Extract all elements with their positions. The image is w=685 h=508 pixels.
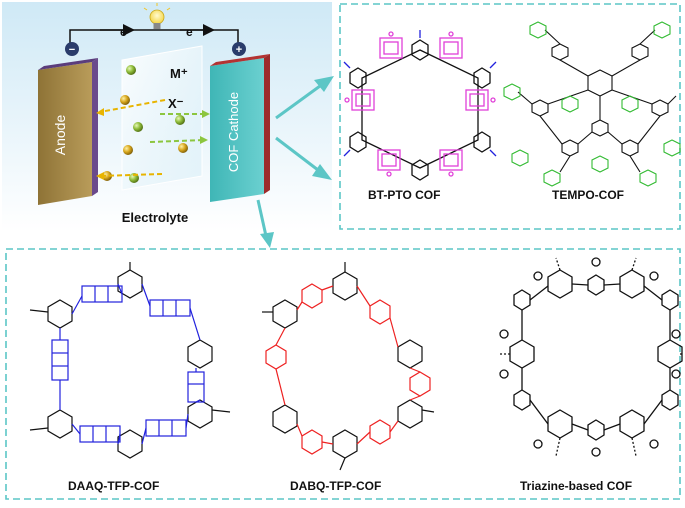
plus-terminal-icon bbox=[232, 42, 246, 56]
light-bulb-icon bbox=[143, 3, 171, 29]
minus-label: − bbox=[69, 44, 75, 56]
arrow-to-top-frame bbox=[275, 84, 321, 120]
dabq-structure bbox=[262, 262, 435, 471]
triazine-structure bbox=[498, 257, 683, 457]
caption-daaq: DAAQ-TFP-COF bbox=[68, 479, 160, 493]
ion-ball bbox=[102, 171, 112, 181]
ion-ball bbox=[120, 95, 130, 105]
cathode-label: COF Cathode bbox=[226, 92, 241, 172]
ion-ball bbox=[175, 115, 185, 125]
anode-label: Anode bbox=[52, 115, 68, 156]
anode-electrode bbox=[38, 58, 98, 205]
daaq-structure bbox=[29, 262, 231, 459]
ion-ball bbox=[133, 122, 143, 132]
top-right-frame bbox=[339, 3, 681, 230]
ion-ball bbox=[123, 145, 133, 155]
anion-label: X⁻ bbox=[168, 96, 184, 111]
anion-flow-arrow-2 bbox=[149, 139, 205, 143]
separator-membrane bbox=[121, 45, 203, 191]
external-circuit-wire bbox=[69, 29, 239, 48]
caption-triazine: Triazine-based COF bbox=[520, 479, 633, 493]
cation-label: M⁺ bbox=[170, 66, 188, 81]
caption-tempo: TEMPO-COF bbox=[552, 188, 624, 202]
cathode-electrode bbox=[210, 54, 270, 202]
ion-ball bbox=[126, 65, 136, 75]
ions bbox=[102, 65, 188, 183]
arrow-to-top-frame-2 bbox=[275, 136, 319, 172]
connector-arrows bbox=[256, 76, 334, 248]
tempo-structure bbox=[503, 21, 681, 187]
caption-dabq: DABQ-TFP-COF bbox=[290, 479, 382, 493]
ion-ball bbox=[178, 143, 188, 153]
cation-flow-arrow bbox=[99, 99, 166, 113]
electron-label-left: e⁻ bbox=[120, 25, 133, 39]
minus-terminal-icon bbox=[65, 42, 79, 56]
battery-cell-panel: e⁻ e⁻ − + Anode COF Cathode M⁺ X⁻ Electr… bbox=[2, 2, 332, 232]
electrolyte-label: Electrolyte bbox=[122, 210, 188, 225]
plus-label: + bbox=[236, 44, 242, 56]
electron-label-right: e⁻ bbox=[186, 25, 199, 39]
bt-pto-structure bbox=[343, 30, 497, 181]
arrow-to-bottom-frame bbox=[256, 199, 268, 237]
caption-bt-pto: BT-PTO COF bbox=[368, 188, 441, 202]
cation-flow-arrow-2 bbox=[99, 173, 163, 177]
